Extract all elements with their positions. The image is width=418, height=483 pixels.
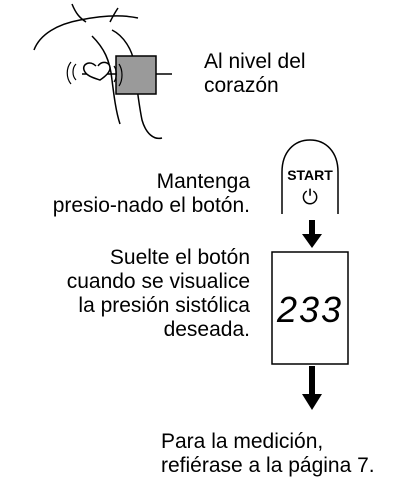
measurement-line1: Para la medición, [161,430,324,453]
arrow-down-icon [302,220,322,248]
heartbeat-mark-right-2 [118,63,123,87]
heartbeat-mark-left [72,63,77,81]
press-hold-line1: Mantenga [156,170,250,193]
arrow-down-icon [302,366,322,410]
neck-outline [71,3,87,23]
power-icon: ⏻ [302,187,318,209]
heart-level-text: Al nivel del corazón [204,50,306,98]
heartbeat-mark-left-2 [66,61,72,85]
release-line4: deseada. [163,318,250,341]
release-text: Suelte el botón cuando se visualice la p… [67,246,250,342]
display-panel: 233 [271,251,349,365]
arrow-shaft [309,220,315,236]
cuff-at-heart-illustration [33,3,172,140]
heart-icon [82,61,111,81]
release-line3: la presión sistólica [78,294,250,317]
arrow-head [302,234,322,248]
arrow-head [302,394,322,410]
arrow-shaft [309,366,315,396]
display-frame [271,251,349,365]
release-line1: Suelte el botón [109,246,250,269]
heart-level-line2: corazón [204,74,279,97]
body-outline [33,15,139,51]
press-hold-text: Mantenga presio-nado el botón. [53,170,250,218]
heartbeat-mark-right [113,65,117,83]
release-line2: cuando se visualice [66,270,250,293]
start-button-outline [281,139,339,214]
neck-outline-2 [109,7,119,23]
cuff-icon [115,55,157,95]
display-value: 233 [276,289,343,330]
heart-level-line1: Al nivel del [204,50,306,73]
press-hold-line2: presio-nado el botón. [52,194,250,217]
start-button[interactable]: START ⏻ [270,136,350,218]
measurement-text: Para la medición, refiérase a la página … [161,430,375,478]
start-label: START [287,167,333,183]
measurement-line2: refiérase a la página 7. [161,454,375,477]
torso-outline [91,35,121,125]
